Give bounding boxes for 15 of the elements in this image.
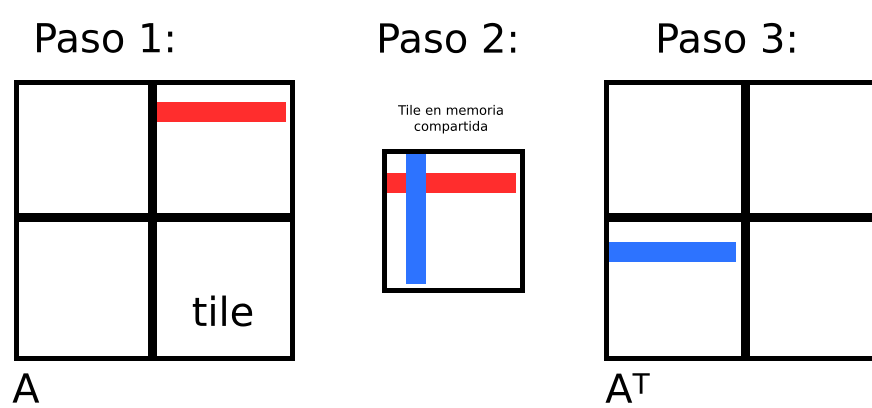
tile-box bbox=[14, 217, 153, 361]
tile-box bbox=[152, 80, 295, 218]
node-label: Tile en memoria compartida bbox=[398, 104, 503, 134]
step-title: Paso 3: bbox=[659, 22, 794, 54]
matrix-label: A$^{T}$ bbox=[606, 373, 650, 403]
tile-box bbox=[745, 217, 872, 361]
step-title: Paso 1: bbox=[37, 23, 172, 53]
tile-box bbox=[604, 217, 746, 361]
tile-box: tile bbox=[152, 217, 295, 361]
matrix-label: A bbox=[12, 373, 40, 403]
tile-box bbox=[745, 80, 872, 218]
memory-tile-box: Tile en memoria compartida bbox=[382, 104, 525, 293]
tile-box bbox=[14, 80, 153, 218]
tile-box bbox=[604, 80, 746, 218]
step-title: Paso 2: bbox=[380, 22, 516, 54]
